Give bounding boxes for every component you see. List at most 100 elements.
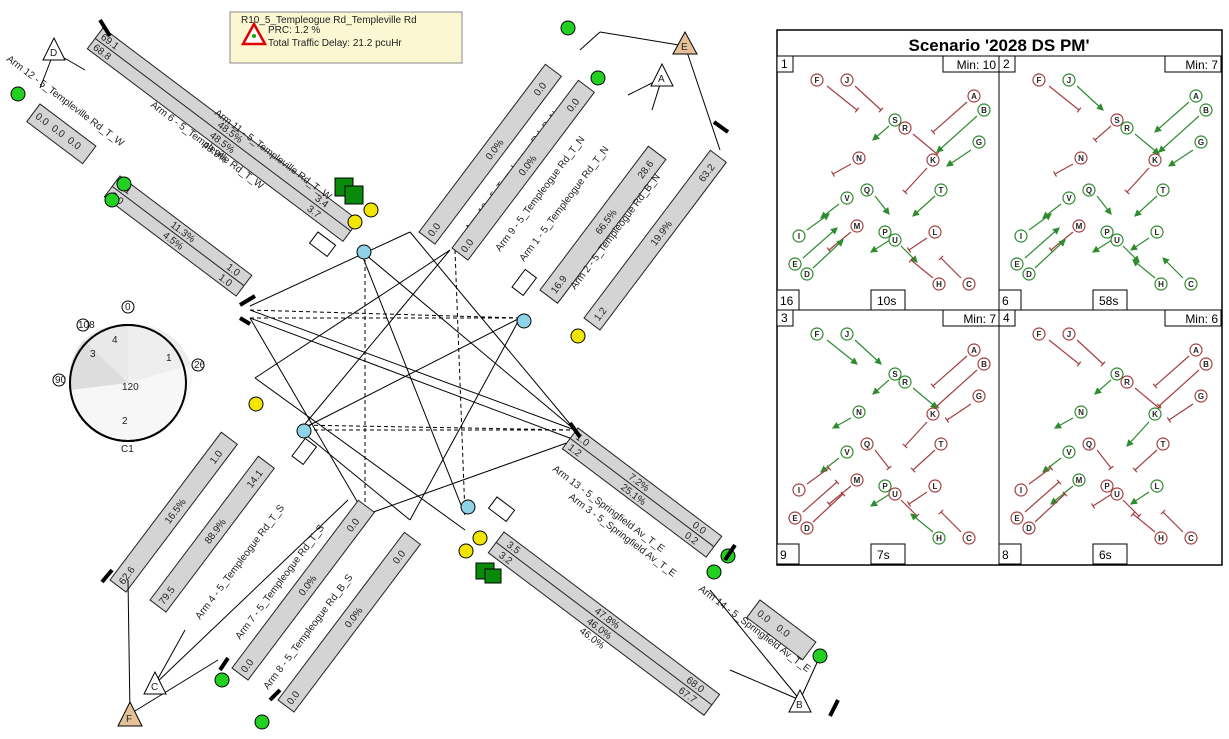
phase-C-letter: C <box>966 280 972 289</box>
phase-K-circle <box>1148 153 1162 167</box>
phase-L-arrow <box>1130 491 1150 505</box>
stage-duration: 10s <box>877 294 896 308</box>
phase-S-circle <box>1110 113 1124 127</box>
phase-Q-arrow <box>874 449 890 469</box>
phase-B-circle <box>977 103 991 117</box>
phase-A-circle <box>1189 89 1203 103</box>
phase-S-letter: S <box>1114 116 1120 125</box>
svg-text:C: C <box>151 682 158 693</box>
phase-T-letter: T <box>1161 440 1166 449</box>
phase-T-circle <box>934 183 948 197</box>
phase-B-letter: B <box>981 360 987 369</box>
phase-I-arrow <box>1028 213 1052 231</box>
phase-G-letter: G <box>1198 138 1204 147</box>
phase-D-arrow <box>812 493 844 523</box>
phase-M-letter: M <box>1076 476 1083 485</box>
svg-text:3: 3 <box>90 349 96 360</box>
node-E: E <box>672 30 698 55</box>
phase-L-letter: L <box>933 482 938 491</box>
phase-N-circle <box>1074 151 1088 165</box>
phase-V-circle <box>1062 445 1076 459</box>
arm-10-box: 0.0 0.0% 0.0 <box>418 63 563 245</box>
phase-F-letter: F <box>815 76 820 85</box>
phase-P-letter: P <box>1104 482 1110 491</box>
phase-I-letter: I <box>1020 486 1022 495</box>
info-title: R10_5_Templeogue Rd_Templeville Rd <box>241 15 417 26</box>
svg-text:F: F <box>126 714 132 725</box>
phase-I-letter: I <box>1020 232 1022 241</box>
phase-H-letter: H <box>936 534 942 543</box>
phase-L-arrow <box>908 491 928 505</box>
phase-V-letter: V <box>1066 194 1072 203</box>
phase-N-arrow <box>831 417 852 429</box>
phase-V-arrow <box>820 457 840 473</box>
phase-P-circle <box>878 225 892 239</box>
phase-J-circle <box>1062 73 1076 87</box>
stage-duration: 6s <box>1099 548 1112 562</box>
phase-Q-letter: Q <box>1086 440 1092 449</box>
phase-T-arrow <box>1134 195 1158 217</box>
phase-Q-letter: Q <box>864 186 870 195</box>
phase-G-arrow <box>946 149 972 167</box>
phase-D-circle <box>800 521 814 535</box>
stage-min: Min: 6 <box>1185 312 1218 326</box>
phase-A-letter: A <box>971 92 977 101</box>
phase-L-circle <box>1150 479 1164 493</box>
phase-R-letter: R <box>1124 124 1130 133</box>
phase-R-circle <box>898 375 912 389</box>
phase-H-arrow <box>1132 513 1156 533</box>
phase-Q-arrow <box>874 195 890 215</box>
phase-C-letter: C <box>966 534 972 543</box>
phase-H-circle <box>1154 277 1168 291</box>
phase-J-arrow <box>854 339 882 365</box>
phase-K-letter: K <box>930 410 936 419</box>
phase-H-circle <box>932 277 946 291</box>
node-B: B <box>788 688 812 713</box>
svg-text:90: 90 <box>55 375 67 386</box>
phase-C-circle <box>962 277 976 291</box>
phase-K-arrow <box>1126 167 1150 193</box>
phase-A-arrow <box>932 355 968 387</box>
svg-text:0: 0 <box>125 302 131 313</box>
phase-Q-letter: Q <box>864 440 870 449</box>
stage-number: 4 <box>1003 311 1010 325</box>
phase-U-circle <box>888 487 902 501</box>
phase-E-arrow <box>802 227 838 259</box>
phase-U-circle <box>888 233 902 247</box>
phase-G-circle <box>972 135 986 149</box>
phase-R-arrow <box>1134 387 1160 409</box>
phase-S-arrow <box>1094 379 1112 395</box>
phase-N-circle <box>852 405 866 419</box>
phase-E-letter: E <box>792 514 798 523</box>
phase-U-arrow <box>1122 499 1140 517</box>
phase-J-letter: J <box>845 330 849 339</box>
stage-number: 3 <box>781 311 788 325</box>
arm-2-box: 1.2 19.9% 63.2 <box>583 149 728 331</box>
phase-E-letter: E <box>1014 260 1020 269</box>
svg-text:1: 1 <box>166 353 172 364</box>
phase-V-circle <box>840 445 854 459</box>
phase-K-letter: K <box>930 156 936 165</box>
phase-T-circle <box>934 437 948 451</box>
stage-min: Min: 7 <box>1185 58 1218 72</box>
phase-Q-circle <box>1082 437 1096 451</box>
phase-C-arrow <box>1162 257 1184 279</box>
phase-C-arrow <box>940 257 962 279</box>
phase-R-circle <box>1120 121 1134 135</box>
stage-min: Min: 10 <box>957 58 997 72</box>
phase-N-circle <box>1074 405 1088 419</box>
phase-M-letter: M <box>854 222 861 231</box>
cycle-diagram: 120 1 2 3 4 0 26 90 108 C1 <box>52 300 206 455</box>
phase-U-letter: U <box>892 490 898 499</box>
phase-I-letter: I <box>798 232 800 241</box>
phase-N-arrow <box>832 163 852 175</box>
phase-F-circle <box>1032 73 1046 87</box>
phase-R-letter: R <box>1124 378 1130 387</box>
svg-text:4: 4 <box>112 335 118 346</box>
phase-D-letter: D <box>1026 270 1032 279</box>
arm-5-box: 62.6 16.5% 1.0 <box>109 431 239 593</box>
stage-intergreen: 16 <box>780 294 794 308</box>
phase-E-circle <box>788 257 802 271</box>
phase-C-arrow <box>940 511 962 533</box>
